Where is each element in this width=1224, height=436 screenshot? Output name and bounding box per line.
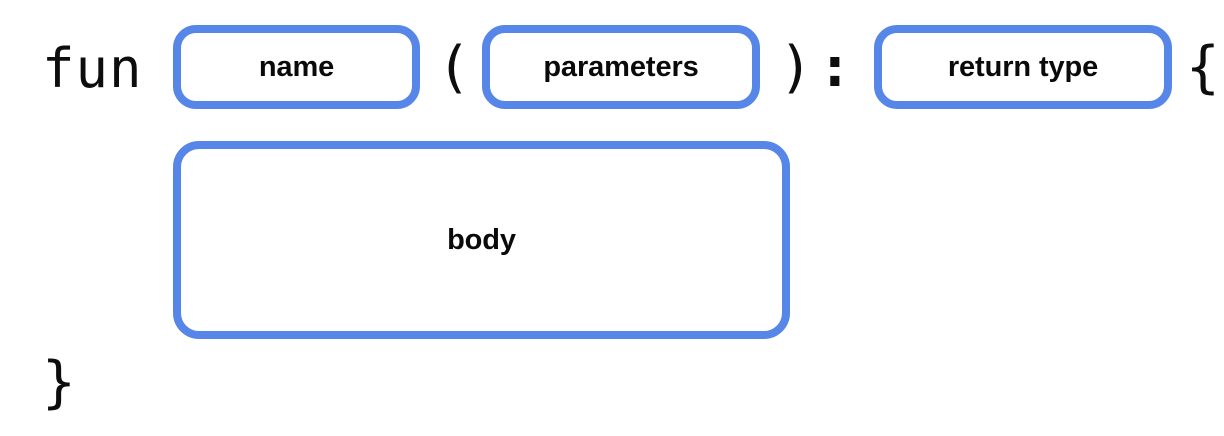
slot-body[interactable]: body: [173, 141, 790, 339]
slot-return-type[interactable]: return type: [874, 25, 1172, 109]
brace-close-glyph: }: [42, 350, 76, 415]
slot-body-label: body: [447, 223, 516, 256]
slot-parameters[interactable]: parameters: [482, 25, 760, 109]
colon-glyph: :: [818, 35, 852, 100]
brace-open-glyph: {: [1186, 35, 1220, 100]
paren-close-glyph: ): [779, 35, 813, 100]
slot-parameters-label: parameters: [543, 50, 699, 83]
slot-return-type-label: return type: [947, 50, 1099, 83]
paren-open-glyph: (: [437, 35, 471, 100]
keyword-fun: fun: [42, 37, 143, 100]
slot-name-label: name: [258, 50, 335, 83]
slot-name[interactable]: name: [173, 25, 420, 109]
